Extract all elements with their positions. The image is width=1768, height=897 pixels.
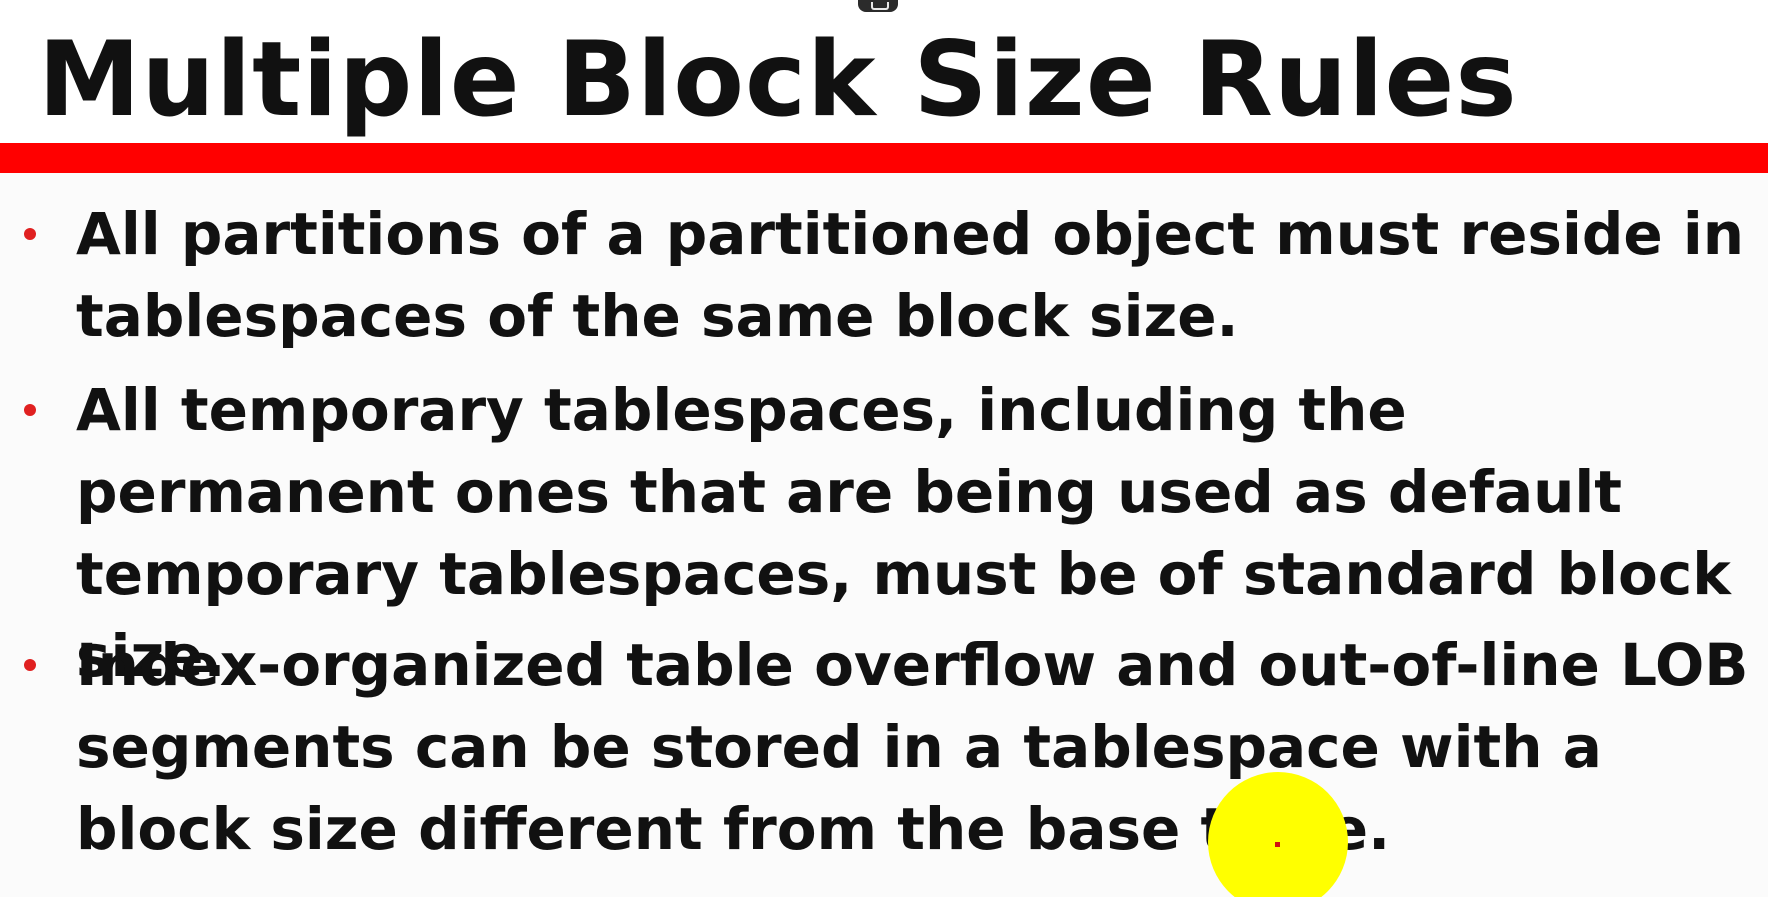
bullet-dot-icon (24, 228, 36, 240)
title-divider (0, 143, 1768, 173)
bullet-dot-icon (24, 404, 36, 416)
cursor-highlight (1208, 772, 1348, 897)
window-tab-icon[interactable] (858, 0, 898, 12)
slide-content: All partitions of a partitioned object m… (0, 173, 1768, 897)
slide-title: Multiple Block Size Rules (38, 20, 1518, 140)
bullet-text: Index-organized table overflow and out-o… (76, 631, 1749, 863)
bullet-text: All partitions of a partitioned object m… (76, 200, 1745, 350)
bullet-text: All temporary tablespaces, including the… (76, 376, 1731, 690)
bullet-dot-icon (24, 659, 36, 671)
cursor-pointer-icon (1275, 842, 1280, 847)
